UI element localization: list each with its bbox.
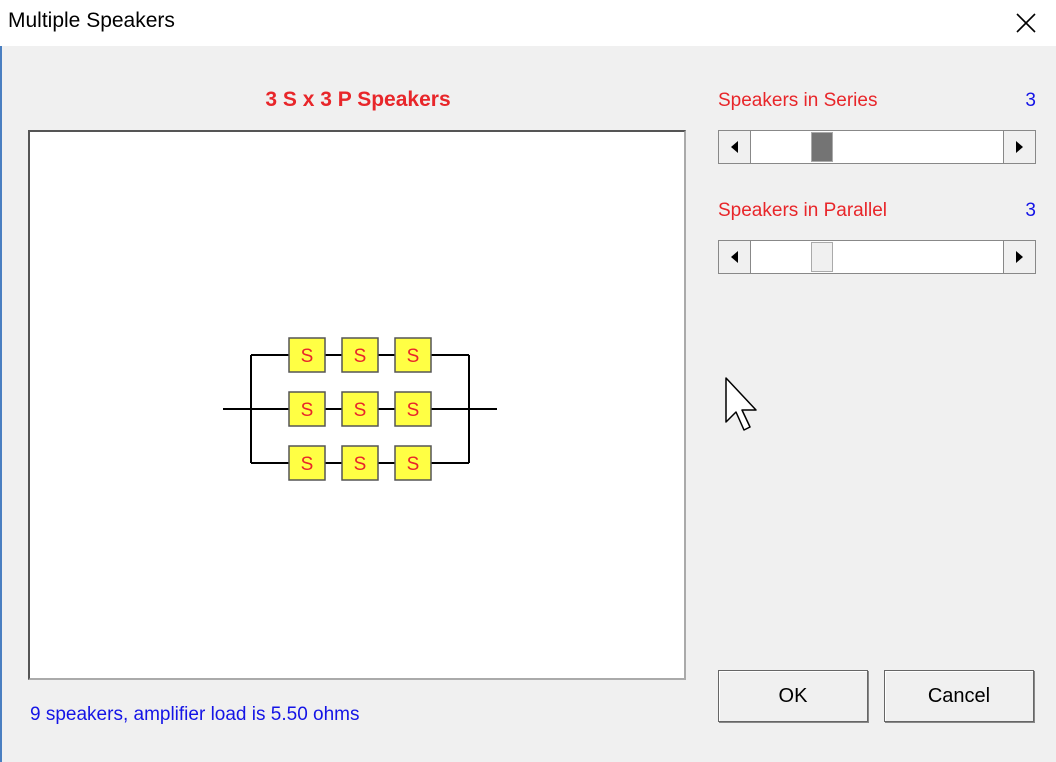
speaker-label: S (407, 454, 420, 475)
speaker-label: S (354, 346, 367, 367)
window-border (0, 0, 2, 762)
speaker-box (341, 337, 379, 373)
speaker-box (394, 445, 432, 481)
speaker-box (288, 445, 326, 481)
speaker-label: S (407, 346, 420, 367)
cancel-button[interactable]: Cancel (884, 670, 1034, 722)
speaker-box (341, 391, 379, 427)
mouse-cursor-icon (725, 377, 757, 431)
parallel-scroll-right-arrow-icon[interactable] (1003, 241, 1035, 273)
speaker-label: S (301, 346, 314, 367)
title-bar: Multiple Speakers (0, 0, 1056, 46)
window-title: Multiple Speakers (8, 9, 175, 32)
diagram-heading: 3 S x 3 P Speakers (265, 88, 451, 111)
speaker-label: S (301, 454, 314, 475)
speaker-box (341, 445, 379, 481)
status-text: 9 speakers, amplifier load is 5.50 ohms (30, 704, 360, 725)
wiring-diagram: S S S S S S S S S (223, 337, 497, 481)
speaker-label: S (301, 400, 314, 421)
speaker-label: S (354, 400, 367, 421)
speaker-label: S (407, 400, 420, 421)
ok-button[interactable]: OK (718, 670, 868, 722)
close-button[interactable] (996, 0, 1056, 46)
speaker-box (288, 337, 326, 373)
series-scroll-right-arrow-icon[interactable] (1003, 131, 1035, 163)
series-scrollbar[interactable] (718, 130, 1036, 164)
speaker-label: S (354, 454, 367, 475)
close-icon (1016, 13, 1036, 33)
parallel-scroll-thumb[interactable] (811, 242, 833, 272)
series-label: Speakers in Series (718, 90, 878, 111)
speaker-box (394, 391, 432, 427)
speaker-box (288, 391, 326, 427)
series-value: 3 (1025, 90, 1036, 111)
parallel-label: Speakers in Parallel (718, 200, 887, 221)
parallel-scroll-left-arrow-icon[interactable] (719, 241, 751, 273)
speaker-box (394, 337, 432, 373)
parallel-value: 3 (1025, 200, 1036, 221)
speaker-diagram: S S S S S S S S S (28, 130, 686, 680)
series-scroll-thumb[interactable] (811, 132, 833, 162)
parallel-scrollbar[interactable] (718, 240, 1036, 274)
series-scroll-left-arrow-icon[interactable] (719, 131, 751, 163)
